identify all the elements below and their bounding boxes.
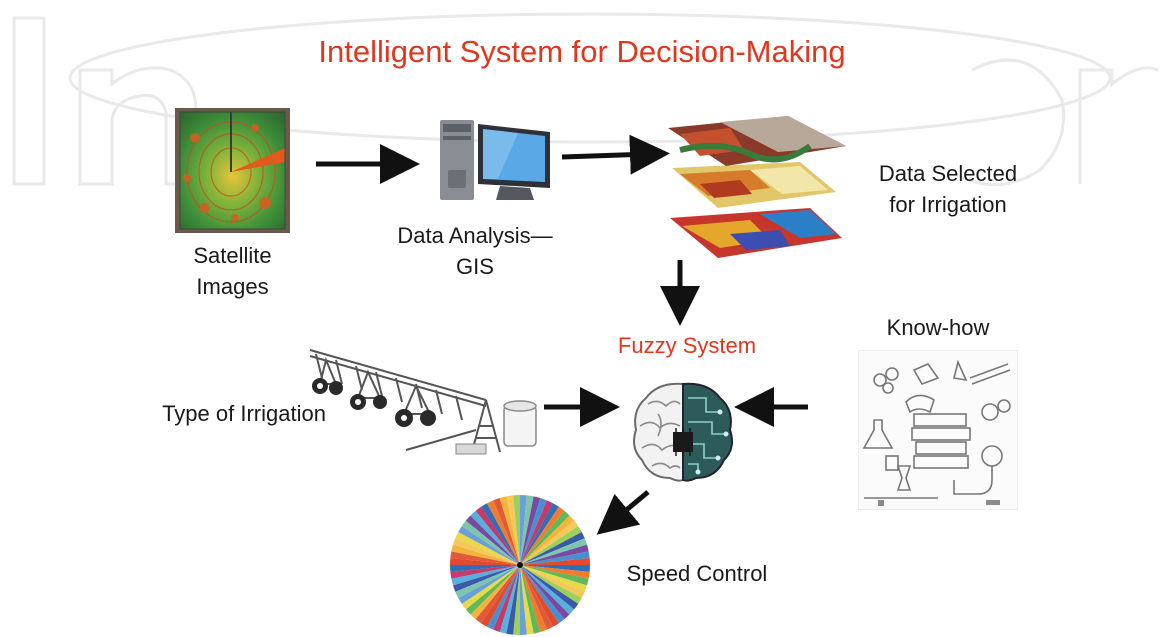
gis-label-line2: GIS bbox=[456, 254, 494, 279]
wheel-segment bbox=[455, 565, 520, 598]
wheel-segment bbox=[506, 495, 520, 565]
wheel-segment bbox=[513, 495, 520, 565]
wheel-segment bbox=[520, 526, 582, 565]
wheel-segment bbox=[520, 506, 565, 565]
wheel-segment bbox=[451, 565, 520, 586]
data-selected-label-line2: for Irrigation bbox=[889, 192, 1007, 217]
wheel-segment bbox=[520, 565, 589, 586]
wheel-segment bbox=[513, 565, 520, 635]
wheel-segment bbox=[520, 515, 575, 565]
wheel-segment bbox=[461, 565, 520, 610]
wheel-segment bbox=[520, 495, 534, 565]
wheel-segment bbox=[458, 526, 520, 565]
wheel-segment bbox=[520, 565, 565, 624]
satellite-label-line1: Satellite bbox=[193, 243, 272, 268]
wheel-segment bbox=[520, 503, 559, 565]
wheel-segment bbox=[520, 565, 541, 634]
wheel-segment bbox=[465, 515, 520, 565]
speed-color-wheel-icon bbox=[450, 495, 590, 635]
wheel-segment bbox=[520, 565, 527, 635]
wheel-segment bbox=[520, 496, 541, 565]
wheel-segment bbox=[520, 558, 590, 565]
wheel-segment bbox=[520, 520, 579, 565]
satellite-label-line2: Images bbox=[196, 274, 269, 299]
fuzzy-system-label: Fuzzy System bbox=[617, 333, 757, 358]
wheel-segment bbox=[520, 565, 587, 592]
wheel-center bbox=[517, 562, 523, 568]
wheel-segment bbox=[520, 498, 547, 565]
arrow-fuzzy-to-speed bbox=[596, 490, 650, 535]
wheel-segment bbox=[453, 538, 520, 565]
wheel-segment bbox=[450, 551, 520, 565]
wheel-segment bbox=[493, 498, 520, 565]
wheel-segment bbox=[470, 565, 520, 620]
gis-label-line1: Data Analysis— bbox=[397, 223, 553, 248]
wheel-segment bbox=[481, 503, 520, 565]
wheel-segment bbox=[455, 532, 520, 565]
wheel-segment bbox=[499, 565, 520, 634]
brain-circuit-icon bbox=[633, 382, 733, 482]
watermark bbox=[12, 12, 1159, 187]
wheel-segment bbox=[520, 565, 590, 572]
wheel-segment bbox=[453, 565, 520, 592]
wheel-segment bbox=[520, 565, 570, 620]
wheel-segment bbox=[520, 532, 585, 565]
wheel-segment bbox=[506, 565, 520, 635]
center-pivot-irrigation-icon bbox=[309, 349, 537, 455]
gis-layers-icon bbox=[668, 116, 846, 258]
know-how-label: Know-how bbox=[886, 315, 990, 340]
wheel-segment bbox=[465, 565, 520, 615]
wheel-segment bbox=[487, 500, 520, 565]
wheel-segment bbox=[470, 510, 520, 565]
wheel-segment bbox=[487, 565, 520, 630]
wheel-segment bbox=[461, 520, 520, 565]
wheel-segment bbox=[520, 565, 590, 579]
wheel-segment bbox=[520, 565, 585, 598]
knowledge-sketch-icon bbox=[858, 350, 1018, 510]
wheel-segment bbox=[475, 565, 520, 624]
wheel-segment bbox=[520, 544, 589, 565]
wheel-segment bbox=[493, 565, 520, 632]
wheel-segment bbox=[520, 500, 553, 565]
irrigation-type-label: Type of Irrigation bbox=[162, 401, 326, 426]
satellite-image-icon bbox=[175, 108, 290, 233]
wheel-segment bbox=[499, 496, 520, 565]
wheel-segment bbox=[481, 565, 520, 627]
wheel-segment bbox=[450, 565, 520, 572]
wheel-segment bbox=[520, 495, 527, 565]
data-selected-label-line1: Data Selected bbox=[878, 161, 1018, 186]
wheel-segment bbox=[520, 510, 570, 565]
wheel-segment bbox=[520, 565, 582, 604]
wheel-segment bbox=[475, 506, 520, 565]
wheel-segment bbox=[450, 565, 520, 579]
diagram-title: Intelligent System for Decision-Making bbox=[318, 34, 846, 69]
wheel-segment bbox=[520, 565, 559, 627]
wheel-segment bbox=[451, 544, 520, 565]
wheel-segment bbox=[520, 565, 553, 630]
wheel-segment bbox=[520, 565, 534, 635]
arrow-gis-to-layers bbox=[561, 134, 670, 175]
speed-control-label: Speed Control bbox=[626, 561, 768, 586]
wheel-segment bbox=[520, 565, 579, 610]
wheel-segment bbox=[520, 538, 587, 565]
wheel-segment bbox=[458, 565, 520, 604]
wheel-segment bbox=[520, 551, 590, 565]
wheel-segment bbox=[520, 565, 575, 615]
wheel-segment bbox=[450, 558, 520, 565]
wheel-segment bbox=[520, 565, 547, 632]
computer-icon bbox=[440, 120, 550, 200]
